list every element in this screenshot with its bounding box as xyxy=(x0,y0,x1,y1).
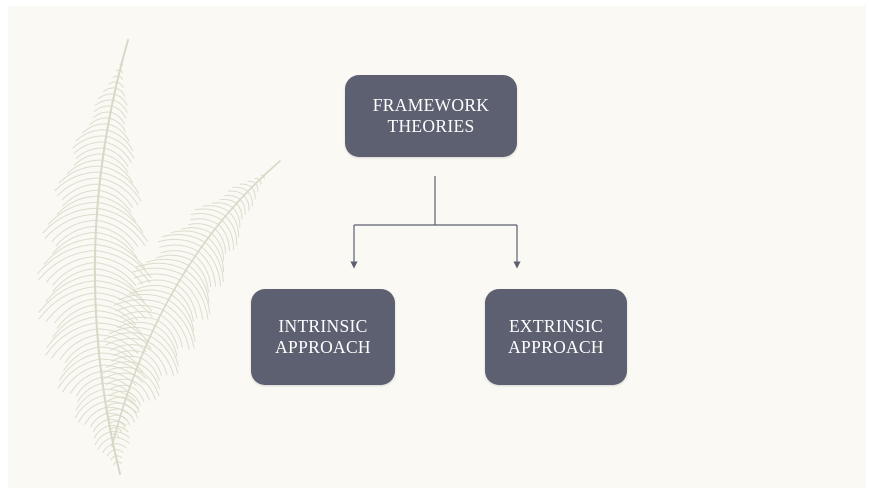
node-label: INTRINSIC APPROACH xyxy=(275,316,371,357)
node-intrinsic-approach: INTRINSIC APPROACH xyxy=(251,289,395,385)
feather-icon xyxy=(37,39,281,475)
node-label: FRAMEWORK THEORIES xyxy=(372,95,490,136)
node-label: EXTRINSIC APPROACH xyxy=(508,316,604,357)
slide: FRAMEWORK THEORIES INTRINSIC APPROACH EX… xyxy=(8,6,866,488)
connector-lines xyxy=(350,176,521,269)
node-framework-theories: FRAMEWORK THEORIES xyxy=(345,75,517,157)
node-extrinsic-approach: EXTRINSIC APPROACH xyxy=(485,289,627,385)
